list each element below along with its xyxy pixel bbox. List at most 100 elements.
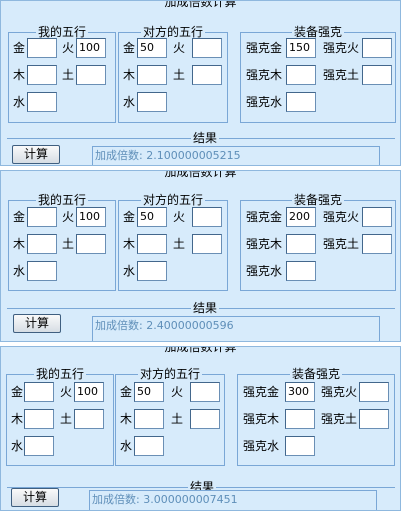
opponent-elements-legend: 对方的五行 <box>140 193 205 207</box>
my-mu-input[interactable] <box>27 234 57 254</box>
equip-jin-label: 强克金 <box>246 210 283 224</box>
equip-mu-input[interactable] <box>286 234 316 254</box>
opp-shui-input[interactable] <box>137 92 167 112</box>
my-elements-group: 我的五行 <box>6 367 114 466</box>
opp-mu-label: 木 <box>123 237 136 251</box>
opp-tu-input[interactable] <box>192 65 222 85</box>
my-shui-input[interactable] <box>27 261 57 281</box>
panel-title: 加成倍数计算 <box>164 0 237 9</box>
my-tu-label: 土 <box>62 68 75 82</box>
opp-jin-label: 金 <box>123 210 136 224</box>
my-huo-label: 火 <box>62 41 75 55</box>
equip-huo-input[interactable] <box>362 207 392 227</box>
equip-shui-label: 强克水 <box>246 264 283 278</box>
my-mu-label: 木 <box>13 237 26 251</box>
opp-huo-label: 火 <box>173 41 186 55</box>
opponent-elements-legend: 对方的五行 <box>140 25 205 39</box>
opp-jin-input[interactable]: 50 <box>137 38 167 58</box>
equipment-group: 装备强克 <box>237 367 395 466</box>
equipment-legend: 装备强克 <box>289 367 342 381</box>
my-jin-input[interactable] <box>27 38 57 58</box>
equipment-group: 装备强克 <box>240 193 396 291</box>
calc-panel: 加成倍数计算 我的五行 金 火 100 木 土 水 对方的五行 金 50 火 木… <box>0 346 401 511</box>
equip-tu-input[interactable] <box>362 234 392 254</box>
my-jin-label: 金 <box>13 41 26 55</box>
equip-jin-input[interactable]: 150 <box>286 38 316 58</box>
opp-jin-label: 金 <box>123 41 136 55</box>
calc-panel: 加成倍数计算 我的五行 金 火 100 木 土 水 对方的五行 金 50 火 木… <box>0 170 401 342</box>
opp-huo-input[interactable] <box>192 207 222 227</box>
my-huo-input[interactable]: 100 <box>76 38 106 58</box>
opp-huo-input[interactable] <box>192 38 222 58</box>
equip-shui-input[interactable] <box>286 261 316 281</box>
my-elements-group: 我的五行 <box>8 193 116 291</box>
my-elements-legend: 我的五行 <box>33 367 86 381</box>
my-elements-legend: 我的五行 <box>35 25 88 39</box>
calc-panel: 加成倍数计算 我的五行 金 火 100 木 土 水 对方的五行 金 50 火 木… <box>0 0 401 166</box>
equip-jin-label: 强克金 <box>243 385 280 399</box>
result-legend: 结果 <box>191 131 220 145</box>
equip-mu-input[interactable] <box>285 409 315 429</box>
equip-shui-input[interactable] <box>286 92 316 112</box>
my-mu-input[interactable] <box>27 65 57 85</box>
equip-tu-input[interactable] <box>359 409 389 429</box>
opponent-elements-legend: 对方的五行 <box>137 367 202 381</box>
equip-jin-input[interactable]: 200 <box>286 207 316 227</box>
opp-jin-input[interactable]: 50 <box>137 207 167 227</box>
my-mu-input[interactable] <box>24 409 54 429</box>
my-huo-input[interactable]: 100 <box>74 382 104 402</box>
calculate-button[interactable]: 计算 <box>13 314 61 333</box>
equip-huo-input[interactable] <box>362 38 392 58</box>
opp-tu-input[interactable] <box>190 409 220 429</box>
my-tu-input[interactable] <box>74 409 104 429</box>
opp-mu-input[interactable] <box>134 409 164 429</box>
my-elements-group: 我的五行 <box>8 25 116 123</box>
my-huo-input[interactable]: 100 <box>76 207 106 227</box>
equip-huo-label: 强克火 <box>323 210 360 224</box>
my-shui-label: 水 <box>13 264 26 278</box>
result-output: 加成倍数: 2.40000000596 <box>92 316 380 341</box>
my-jin-label: 金 <box>11 385 24 399</box>
opp-jin-input[interactable]: 50 <box>134 382 164 402</box>
equip-huo-label: 强克火 <box>323 41 360 55</box>
equip-huo-input[interactable] <box>359 382 389 402</box>
calculate-button[interactable]: 计算 <box>11 488 59 507</box>
opp-shui-input[interactable] <box>137 261 167 281</box>
opp-huo-label: 火 <box>171 385 184 399</box>
opp-mu-input[interactable] <box>137 65 167 85</box>
opponent-elements-group: 对方的五行 <box>118 193 228 291</box>
my-shui-input[interactable] <box>27 92 57 112</box>
result-output: 加成倍数: 2.100000005215 <box>92 146 380 165</box>
equip-tu-input[interactable] <box>362 65 392 85</box>
opp-shui-input[interactable] <box>134 436 164 456</box>
my-tu-label: 土 <box>62 237 75 251</box>
my-shui-label: 水 <box>11 439 24 453</box>
equip-shui-input[interactable] <box>285 436 315 456</box>
my-elements-legend: 我的五行 <box>35 193 88 207</box>
my-jin-input[interactable] <box>24 382 54 402</box>
opp-mu-label: 木 <box>120 412 133 426</box>
my-shui-label: 水 <box>13 95 26 109</box>
equip-mu-input[interactable] <box>286 65 316 85</box>
equip-jin-input[interactable]: 300 <box>285 382 315 402</box>
opp-huo-input[interactable] <box>190 382 220 402</box>
my-jin-label: 金 <box>13 210 26 224</box>
equip-jin-label: 强克金 <box>246 41 283 55</box>
my-tu-input[interactable] <box>76 234 106 254</box>
my-tu-input[interactable] <box>76 65 106 85</box>
my-jin-input[interactable] <box>27 207 57 227</box>
calculate-button[interactable]: 计算 <box>12 145 60 164</box>
equip-mu-label: 强克木 <box>246 68 283 82</box>
equip-huo-label: 强克火 <box>321 385 358 399</box>
my-mu-label: 木 <box>13 68 26 82</box>
my-shui-input[interactable] <box>24 436 54 456</box>
equip-tu-label: 强克土 <box>323 68 360 82</box>
opp-jin-label: 金 <box>120 385 133 399</box>
my-huo-label: 火 <box>60 385 73 399</box>
equipment-legend: 装备强克 <box>291 193 344 207</box>
opp-tu-input[interactable] <box>192 234 222 254</box>
opp-tu-label: 土 <box>173 237 186 251</box>
equipment-legend: 装备强克 <box>291 25 344 39</box>
opp-tu-label: 土 <box>173 68 186 82</box>
opp-mu-input[interactable] <box>137 234 167 254</box>
